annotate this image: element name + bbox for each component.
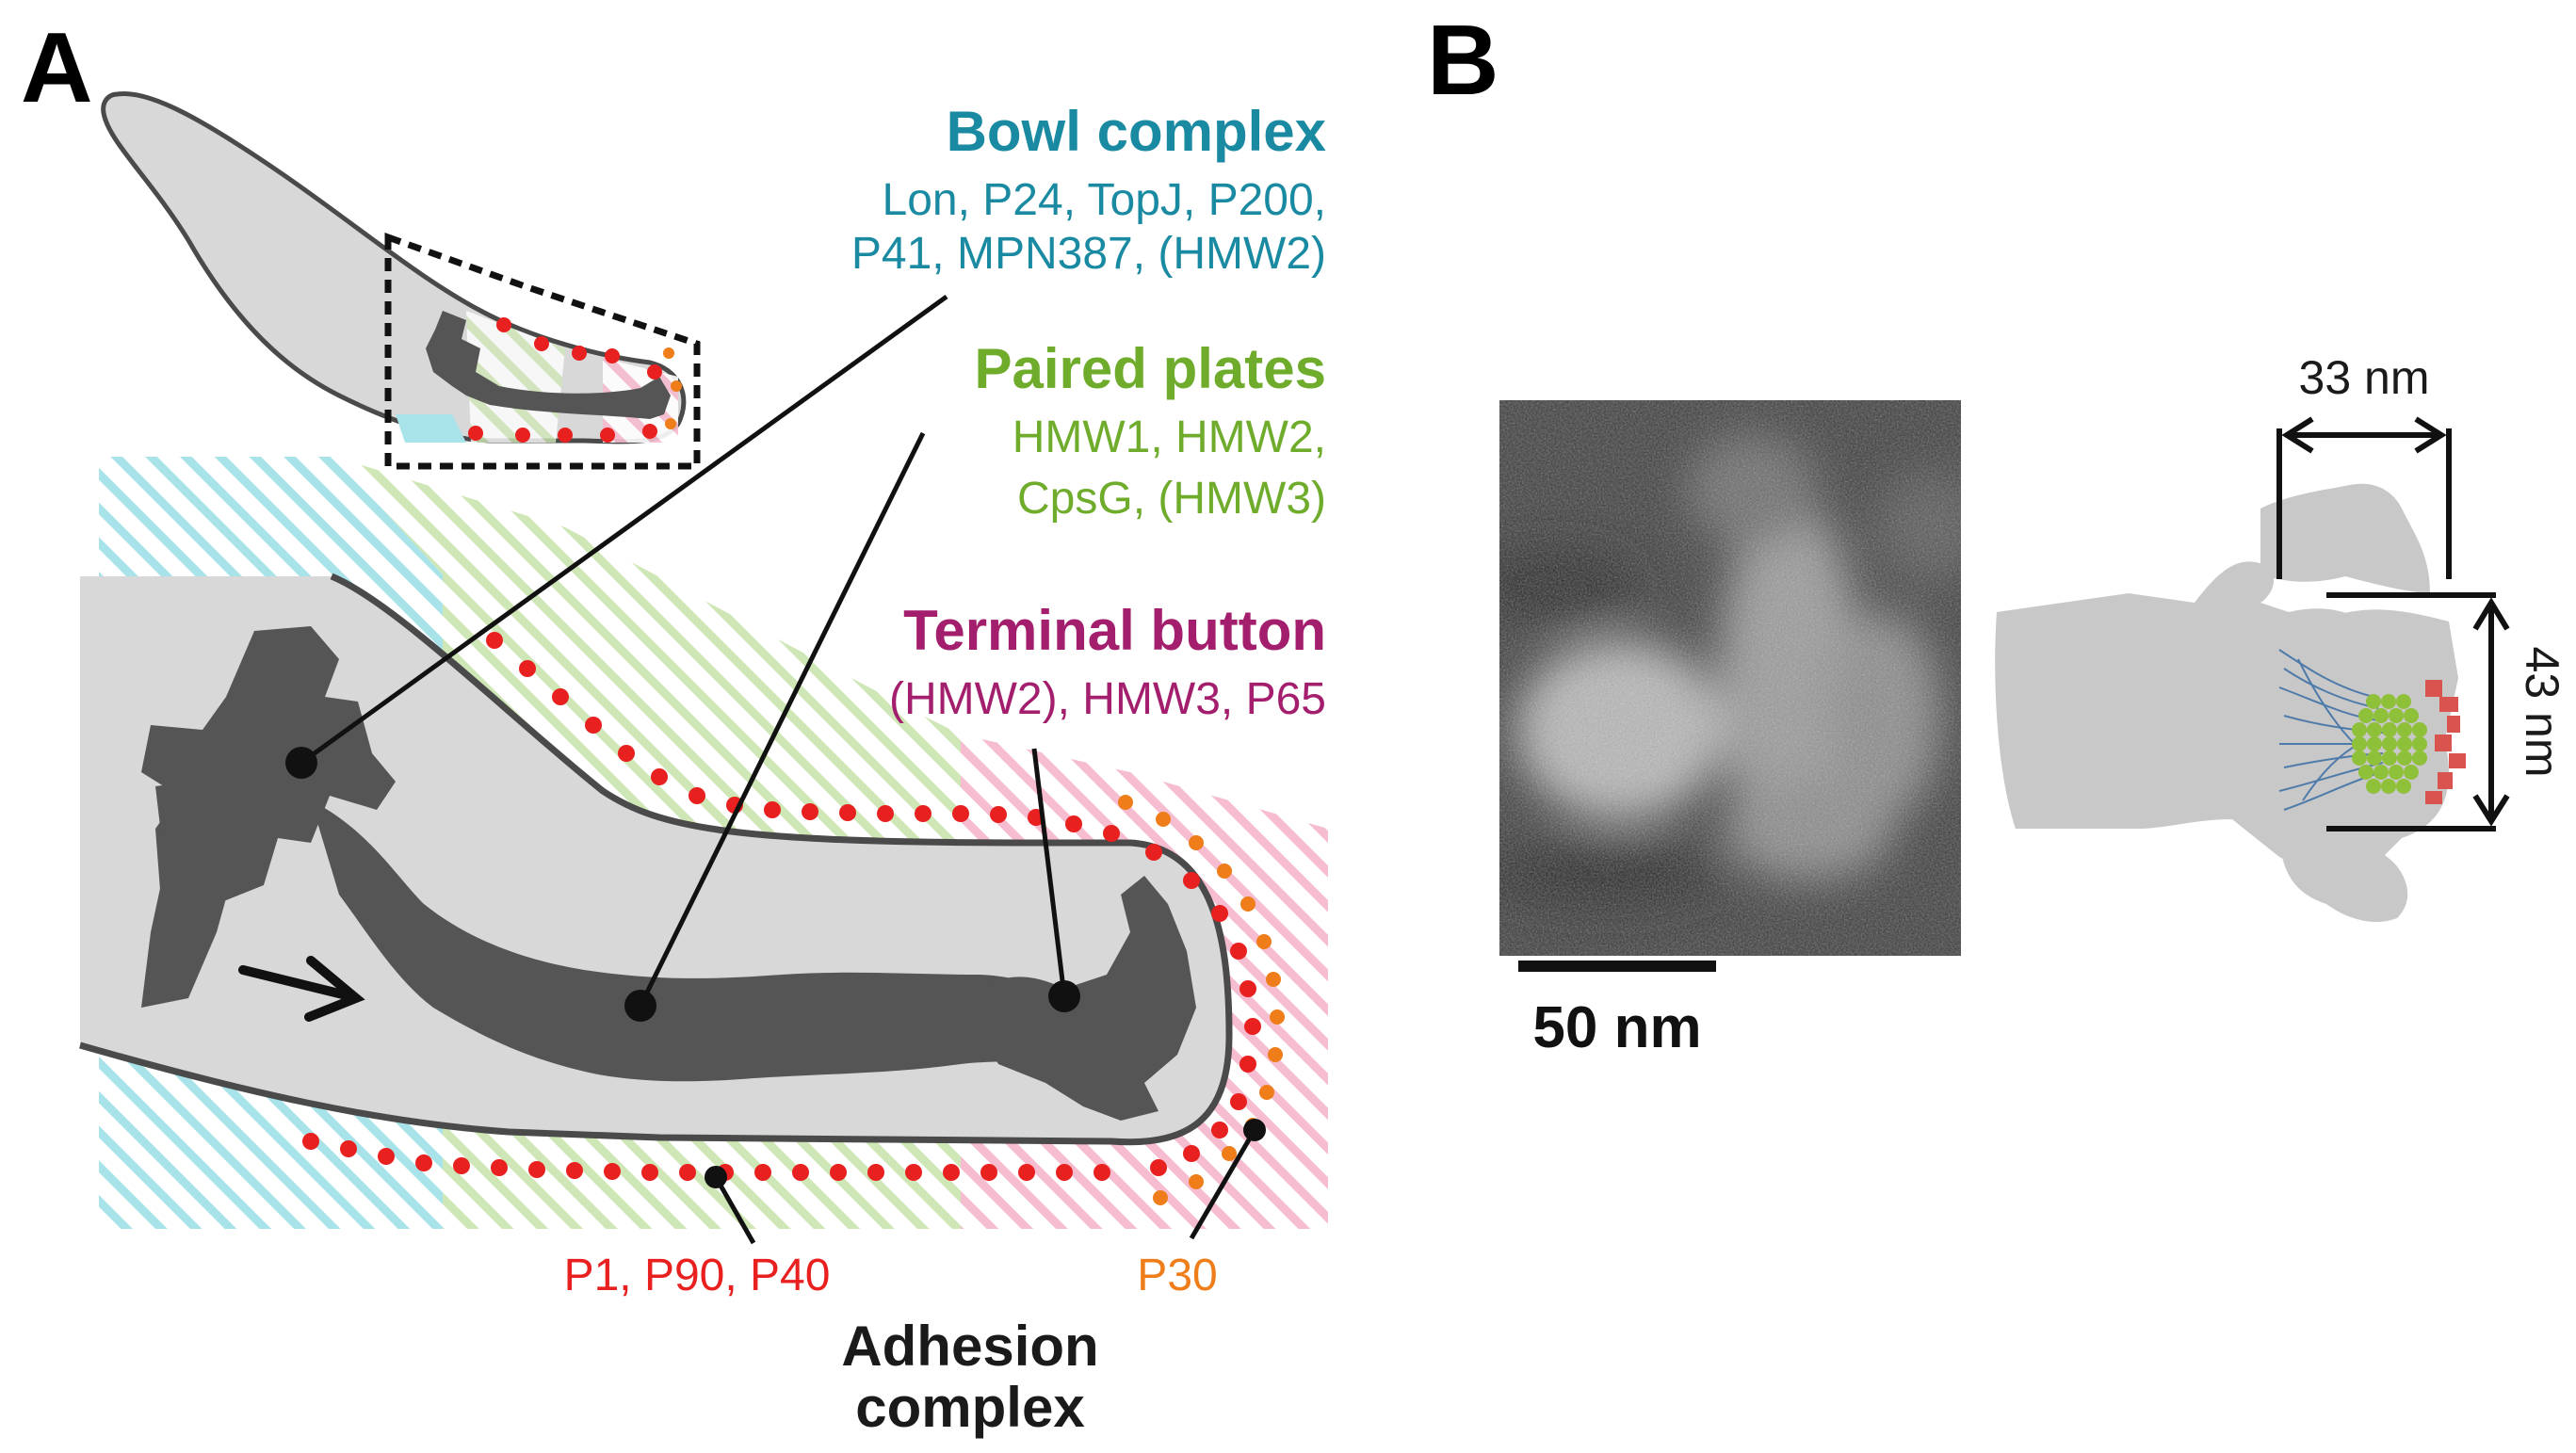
cell-membrane-enlarged (79, 573, 1233, 1146)
model-bottom-lobe (2279, 829, 2408, 923)
bowl-lobe-left (141, 777, 240, 1008)
model-top-lobe (2260, 483, 2430, 593)
width-dimension-label: 33 nm (2299, 351, 2430, 404)
em-micrograph (1499, 400, 1961, 956)
paired-plates-line1: HMW1, HMW2, (1013, 412, 1326, 462)
p1-label: P1, P90, P40 (564, 1251, 831, 1300)
model-red-blocks (2425, 680, 2466, 804)
terminal-button-title: Terminal button (903, 599, 1326, 662)
paired-plates-title: Paired plates (974, 337, 1326, 400)
bowl-complex-line2: P41, MPN387, (HMW2) (851, 229, 1326, 279)
bowl-complex-line1: Lon, P24, TopJ, P200, (883, 175, 1326, 225)
panel-b-label: B (1427, 5, 1499, 116)
p30-label: P30 (1137, 1251, 1217, 1300)
leader-dots (285, 747, 1266, 1188)
model-body (1995, 561, 2449, 904)
bowl-complex-title: Bowl complex (947, 100, 1326, 163)
dimension-lines (2276, 416, 2510, 831)
paired-plates-line2: CpsG, (HMW3) (1017, 474, 1326, 524)
inset-cell (101, 91, 701, 470)
terminal-button-line1: (HMW2), HMW3, P65 (889, 674, 1326, 724)
inset-dots (468, 317, 662, 443)
model-right-cup (2331, 609, 2458, 744)
height-dimension-label: 43 nm (2516, 647, 2568, 778)
inset-core (426, 311, 671, 419)
scale-bar (1518, 961, 1716, 972)
motion-arrow (238, 956, 365, 1022)
model-lattice (2352, 694, 2427, 794)
terminal-button-shape (975, 876, 1196, 1121)
scale-bar-label: 50 nm (1532, 995, 1701, 1060)
leader-lines (300, 294, 1257, 1245)
adhesion-complex-line1: Adhesion (841, 1315, 1098, 1378)
inset-hatch-cyan (396, 414, 466, 443)
adhesion-complex-line2: complex (855, 1376, 1084, 1439)
inset-cell-body (101, 91, 687, 444)
paired-plates-rod (311, 800, 1074, 1082)
attachment-organelle-core (141, 626, 1196, 1121)
adhesion-dots-p1 (302, 632, 1261, 1181)
panel-a-label: A (21, 12, 93, 123)
structure-model (1995, 483, 2466, 923)
adhesion-dots-p30 (1118, 795, 1285, 1205)
